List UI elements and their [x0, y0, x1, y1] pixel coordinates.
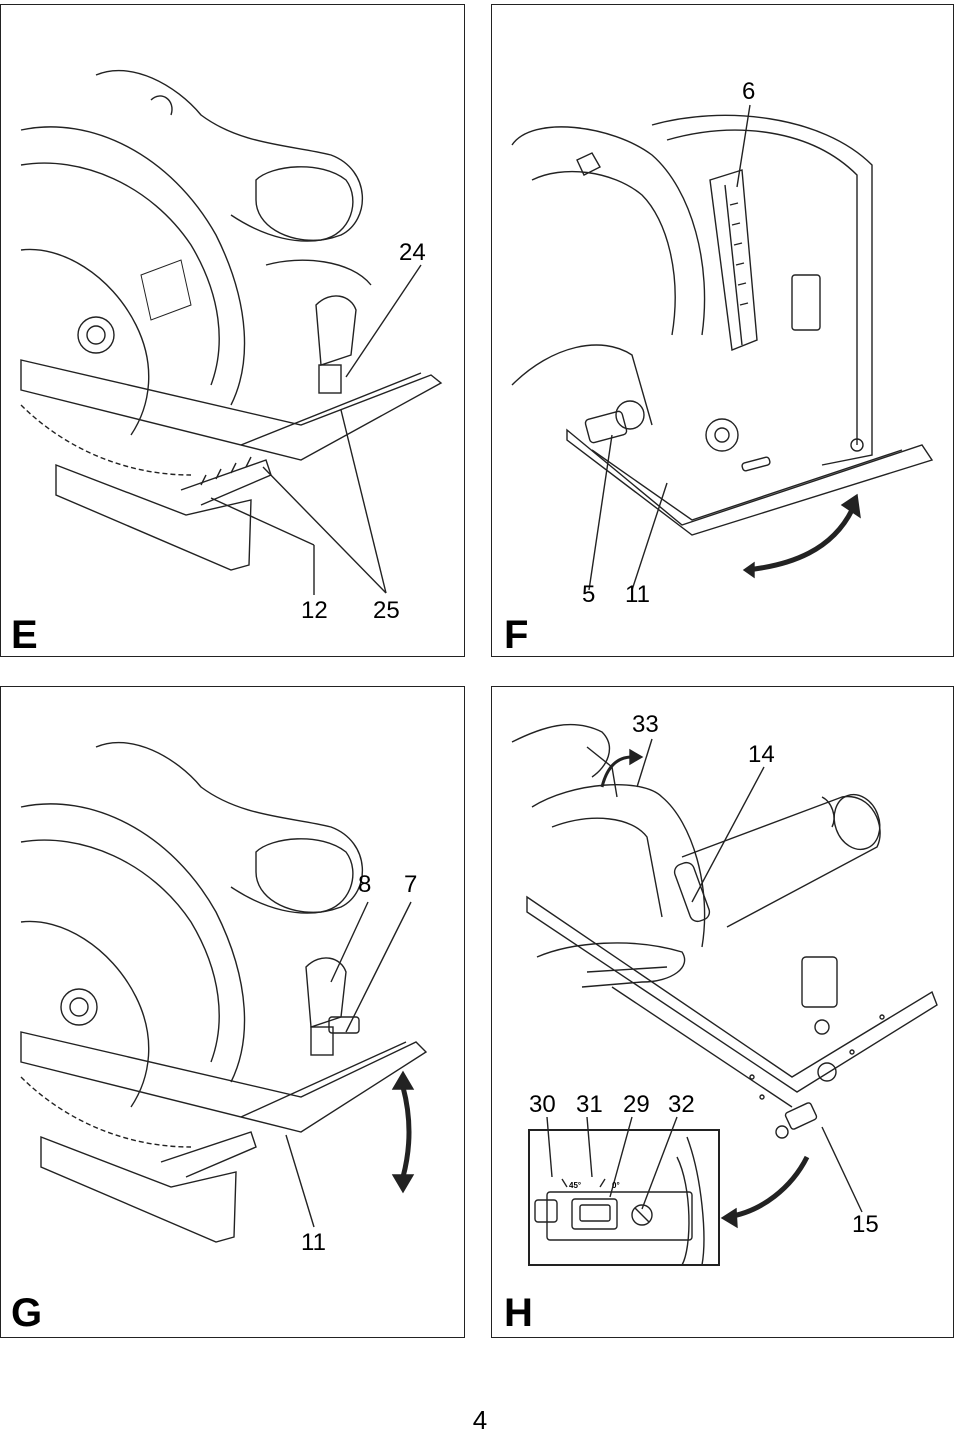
saw-bevel-illustration [20, 69, 443, 595]
callout-6: 6 [742, 78, 756, 105]
page-number: 4 [472, 1405, 488, 1435]
callout-30: 30 [529, 1091, 556, 1118]
callout-14: 14 [748, 741, 775, 768]
panel-letter-h: H [504, 1291, 533, 1335]
callout-31: 31 [576, 1091, 603, 1118]
callout-11: 11 [625, 581, 650, 608]
callout-15: 15 [852, 1211, 879, 1238]
inset-angle-0: 0° [612, 1181, 620, 1190]
panel-letter-g: G [11, 1291, 43, 1335]
callout-11: 11 [301, 1229, 326, 1256]
callout-25: 25 [373, 597, 400, 624]
saw-laser-adjust-illustration [511, 724, 938, 1266]
panel-letter-f: F [504, 613, 529, 657]
figure-panel-e: 24 12 25 E [0, 4, 465, 657]
callout-8: 8 [358, 871, 372, 898]
saw-bevel-adjust-illustration [20, 741, 428, 1243]
callout-12: 12 [301, 597, 328, 624]
saw-depth-illustration [511, 104, 934, 591]
callout-29: 29 [623, 1091, 650, 1118]
figure-panel-f: 6 5 11 F [491, 4, 954, 657]
figure-panel-g: 8 7 11 G [0, 686, 465, 1338]
callout-5: 5 [582, 581, 596, 608]
inset-angle-45: 45° [569, 1181, 582, 1190]
callout-24: 24 [399, 239, 426, 266]
figure-panel-h: 45° 0° 33 14 30 31 29 32 15 H [491, 686, 954, 1338]
callout-7: 7 [404, 871, 418, 898]
panel-letter-e: E [11, 613, 38, 657]
callout-32: 32 [668, 1091, 695, 1118]
callout-33: 33 [632, 711, 659, 738]
